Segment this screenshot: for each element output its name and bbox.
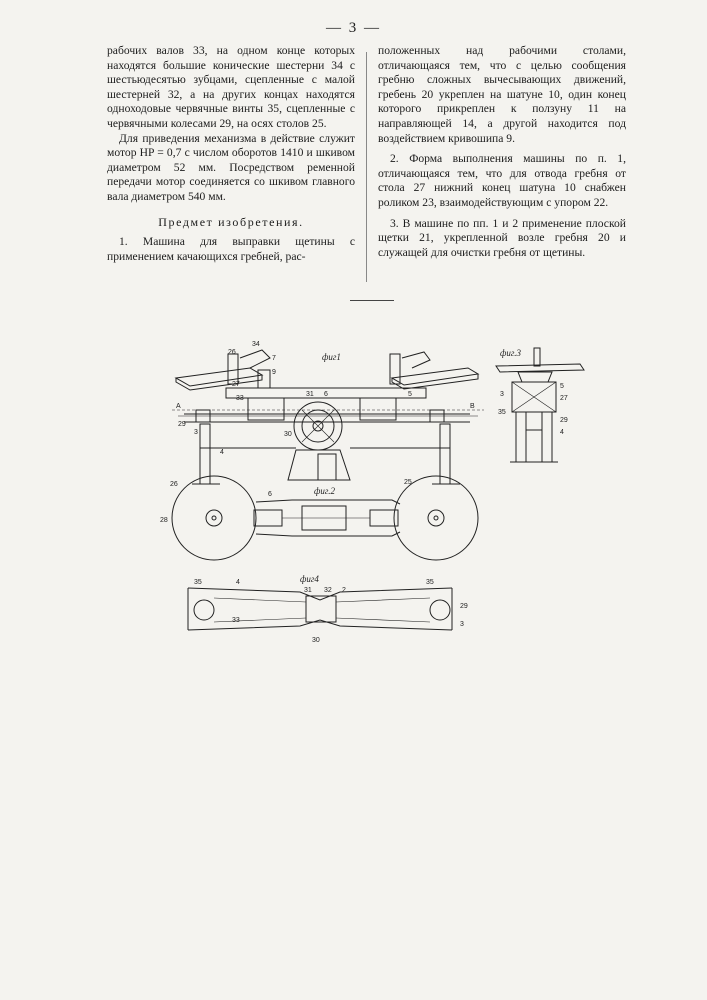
figure-4: фиг4 35 4 31 32 2 33 35 29 3 30	[188, 574, 468, 644]
fig2-label: 6	[268, 491, 272, 498]
fig2-label: 26	[170, 481, 178, 488]
fig1-label: 5	[408, 391, 412, 398]
figure-2: фиг.2 26 25 28 6	[160, 476, 478, 560]
fig3-label: 3	[500, 391, 504, 398]
end-rule	[350, 300, 394, 301]
fig4-label: 2	[342, 587, 346, 594]
fig2-label: 25	[404, 479, 412, 486]
fig1-label: A	[176, 403, 181, 410]
fig1-label: 6	[324, 391, 328, 398]
fig1-label: 26	[228, 349, 236, 356]
fig3-caption: фиг.3	[500, 348, 522, 358]
fig3-label: 5	[560, 383, 564, 390]
claim-3: 3. В машине по пп. 1 и 2 применение плос…	[378, 217, 626, 261]
fig4-label: 3	[460, 621, 464, 628]
fig3-label: 4	[560, 429, 564, 436]
fig4-caption: фиг4	[300, 574, 319, 584]
claim-1-start: 1. Машина для выправки щетины с применен…	[107, 235, 355, 264]
fig2-caption: фиг.2	[314, 486, 336, 496]
fig4-label: 30	[312, 637, 320, 644]
left-paragraph-1: рабочих валов 33, на одном конце которых…	[107, 44, 355, 132]
fig1-label: 31	[306, 391, 314, 398]
fig1-label: 33	[236, 395, 244, 402]
fig4-label: 35	[194, 579, 202, 586]
fig4-label: 33	[232, 617, 240, 624]
fig1-label: B	[470, 403, 475, 410]
fig3-label: 29	[560, 417, 568, 424]
patent-drawings: фиг1 26 34 7 9 27 33 31 6 5 A B 3 29 30 …	[0, 330, 707, 650]
fig1-label: 4	[220, 449, 224, 456]
page-number: — 3 —	[0, 20, 707, 37]
fig4-label: 32	[324, 587, 332, 594]
fig1-label: 9	[272, 369, 276, 376]
fig1-label: 7	[272, 355, 276, 362]
fig1-caption: фиг1	[322, 352, 341, 362]
figure-3: фиг.3 3 5 27 35 29 4	[496, 348, 584, 462]
fig1-label: 30	[284, 431, 292, 438]
section-heading: Предмет изобретения.	[107, 215, 355, 230]
fig4-label: 31	[304, 587, 312, 594]
fig1-label: 27	[232, 381, 240, 388]
fig1-label: 3	[194, 429, 198, 436]
fig3-label: 35	[498, 409, 506, 416]
fig1-label: 29	[178, 421, 186, 428]
claim-1-continuation: положенных над рабочими столами, отличаю…	[378, 44, 626, 146]
fig4-label: 4	[236, 579, 240, 586]
fig1-label: 34	[252, 341, 260, 348]
fig4-label: 29	[460, 603, 468, 610]
column-divider	[366, 52, 367, 282]
drawings-svg: фиг1 26 34 7 9 27 33 31 6 5 A B 3 29 30 …	[0, 330, 707, 650]
claim-2: 2. Форма выполнения машины по п. 1, отли…	[378, 152, 626, 210]
fig2-label: 28	[160, 517, 168, 524]
left-text-column: рабочих валов 33, на одном конце которых…	[107, 44, 355, 264]
figure-1: фиг1 26 34 7 9 27 33 31 6 5 A B 3 29 30 …	[172, 341, 484, 484]
right-text-column: положенных над рабочими столами, отличаю…	[378, 44, 626, 260]
left-paragraph-2: Для приведения механизма в действие служ…	[107, 132, 355, 205]
fig3-label: 27	[560, 395, 568, 402]
fig4-label: 35	[426, 579, 434, 586]
